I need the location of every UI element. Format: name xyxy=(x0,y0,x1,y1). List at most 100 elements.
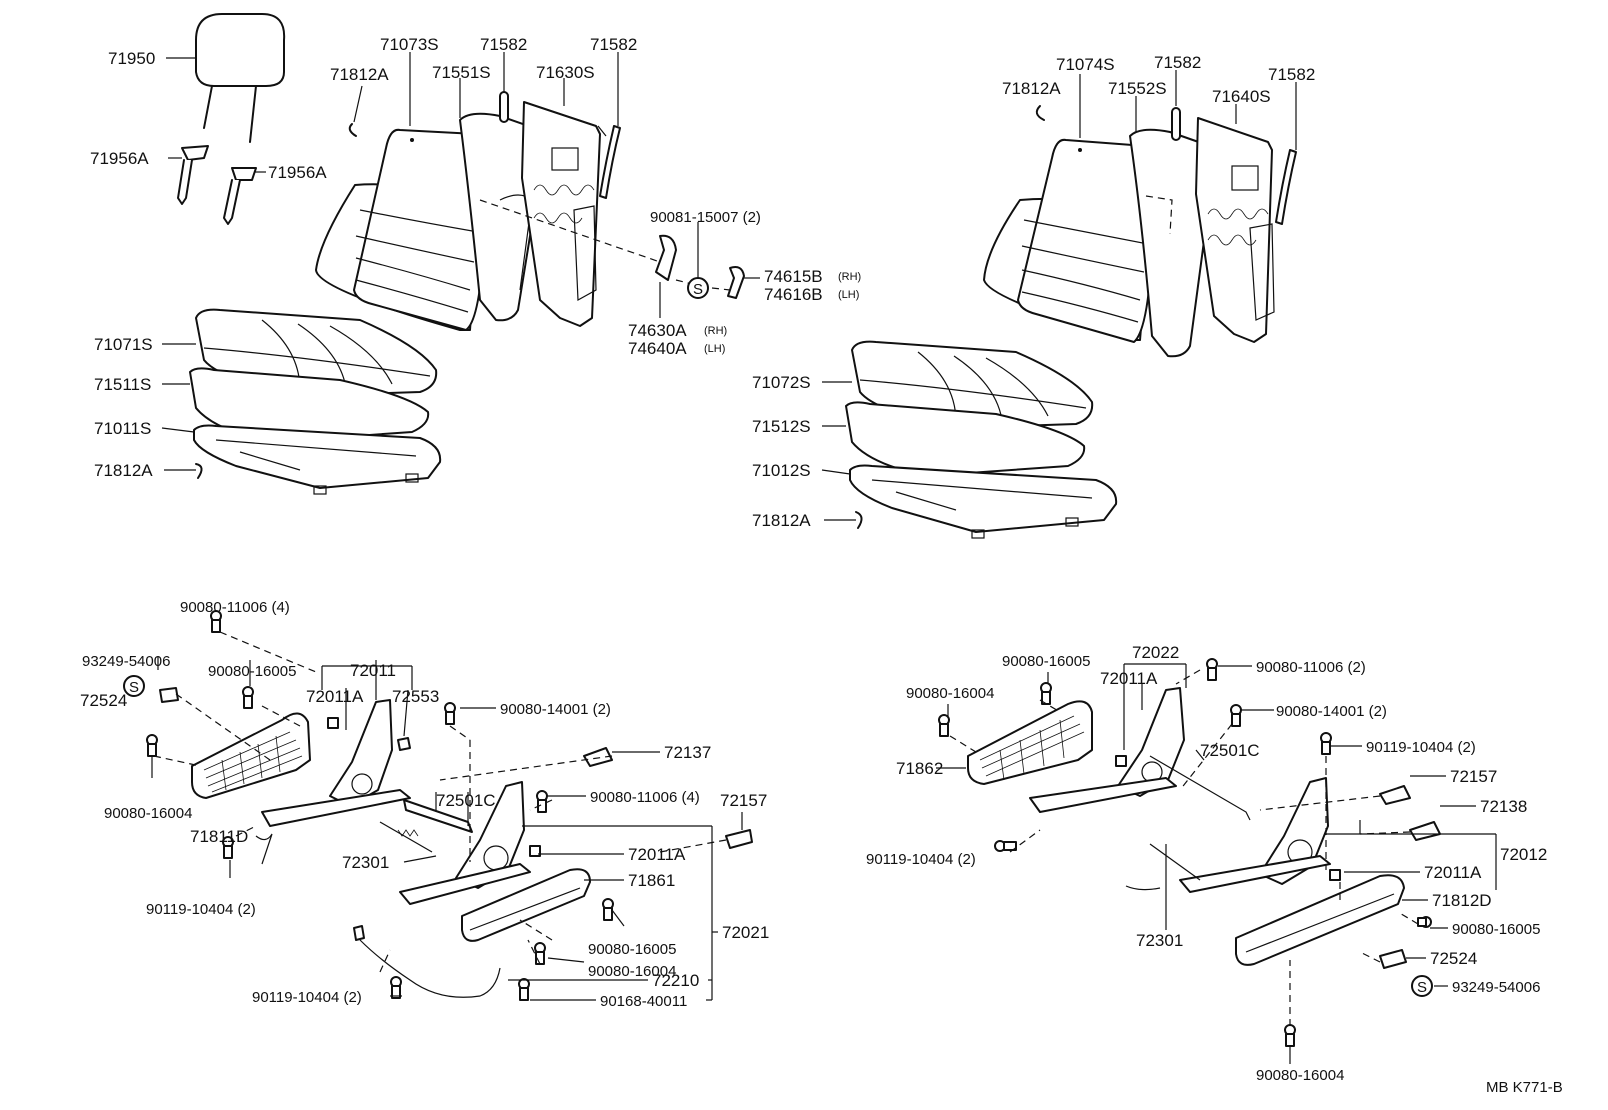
label-lh-back-rod-b: 71582 xyxy=(1268,65,1315,84)
label-l-nut-93249: 93249-54006 xyxy=(82,653,170,670)
label-r-adjuster-72011a: 72011A xyxy=(1100,669,1158,688)
label-r-rod-72501c: 72501C xyxy=(1200,741,1260,760)
reference-code: MB K771-B xyxy=(1486,1079,1563,1096)
lh-rod-b-part xyxy=(1275,149,1297,225)
label-rh-cushion-cover: 71071S xyxy=(94,335,153,354)
spring-72301-coil xyxy=(397,829,419,837)
label-l-bolt-90080-11006: 90080-11006 (4) xyxy=(180,599,290,616)
label-r-spring-72301: 72301 xyxy=(1136,931,1183,950)
lh-rod-a-part xyxy=(1171,107,1181,141)
label-l-cover-72137: 72137 xyxy=(664,743,711,762)
spring-72301-r-part xyxy=(1149,843,1201,881)
label-r-adjuster-72011a-b: 72011A xyxy=(1424,863,1482,882)
label-r-adjuster-72012: 72012 xyxy=(1500,845,1547,864)
recliner-lever-part xyxy=(655,234,677,281)
cable-72210-part xyxy=(359,939,501,998)
adjuster-72021-part xyxy=(399,781,531,905)
rh-seat-assembly xyxy=(177,13,745,495)
left-adjuster-leader-lines xyxy=(151,631,743,1001)
label-rh-back-frame: 71630S xyxy=(536,63,595,82)
label-lh-cushion-clip: 71812A xyxy=(752,511,811,530)
label-lh-back-cover: 71074S xyxy=(1056,55,1115,74)
cover-72138-part xyxy=(1409,821,1441,841)
rh-leader-lines xyxy=(161,52,760,471)
rh-cushion-frame-part xyxy=(193,424,442,495)
rh-clip-part xyxy=(195,463,203,479)
label-r-bolt-90080-16004: 90080-16004 xyxy=(906,685,994,702)
rh-rod-b-part xyxy=(599,125,621,199)
label-knob-74615b: 74615B xyxy=(764,267,823,286)
cover-72524-r-part xyxy=(1379,949,1407,969)
bolt-parts xyxy=(146,610,614,1001)
right-s-mark: S xyxy=(1417,979,1427,996)
label-l-bolt-90168: 90168-40011 xyxy=(600,993,687,1010)
recliner-knob-part xyxy=(727,266,745,299)
spring-72301-part xyxy=(379,821,433,853)
label-l-cover-72553: 72553 xyxy=(392,687,439,706)
label-lh-cushion-frame: 71012S xyxy=(752,461,811,480)
label-rh-back-cover: 71073S xyxy=(380,35,439,54)
label-rh-back-pad: 71551S xyxy=(432,63,491,82)
shield-71862-part xyxy=(967,700,1093,785)
label-r-shield-71862: 71862 xyxy=(896,759,943,778)
label-l-adjuster-72011a-b: 72011A xyxy=(628,845,686,864)
left-s-mark: S xyxy=(129,679,139,696)
label-l-bolt-90119-a: 90119-10404 (2) xyxy=(146,901,256,918)
headrest-part xyxy=(195,13,286,143)
lh-labels: 71074S 71812A 71552S 71582 71640S 71582 … xyxy=(752,53,1315,530)
label-lever-74640a: 74640A xyxy=(628,339,687,358)
label-rh-cushion-pad: 71511S xyxy=(94,375,151,394)
label-r-bolt-90119-a: 90119-10404 (2) xyxy=(1366,739,1476,756)
rh-s-mark: S xyxy=(693,281,703,298)
label-headrest: 71950 xyxy=(108,49,155,68)
label-r-adjuster-72022: 72022 xyxy=(1132,643,1179,662)
rh-labels: 71950 71956A 71956A 71073S 71812A 71551S… xyxy=(90,35,861,480)
label-r-cover-72157: 72157 xyxy=(1450,767,1497,786)
label-lever-74640a-side: (LH) xyxy=(704,343,725,355)
label-r-nut-93249: 93249-54006 xyxy=(1452,979,1540,996)
label-lever-74630a-side: (RH) xyxy=(704,325,727,337)
label-headrest-support-b: 71956A xyxy=(268,163,327,182)
label-knob-74616b: 74616B xyxy=(764,285,823,304)
rh-back-frame-part xyxy=(521,101,607,327)
label-screw-90081: 90081-15007 (2) xyxy=(650,209,761,226)
label-rh-back-cover-clip: 71812A xyxy=(330,65,389,84)
label-knob-74616b-side: (LH) xyxy=(838,289,859,301)
label-lh-cushion-pad: 71512S xyxy=(752,417,811,436)
label-l-spring-72301: 72301 xyxy=(342,853,389,872)
rod-72501c-part xyxy=(403,799,473,833)
label-r-bolt-90080-16005: 90080-16005 xyxy=(1002,653,1090,670)
label-lh-back-clip: 71812A xyxy=(1002,79,1061,98)
right-s-mark-icon xyxy=(1411,975,1433,997)
label-r-cover-72138: 72138 xyxy=(1480,797,1527,816)
label-lh-back-rod-a: 71582 xyxy=(1154,53,1201,72)
label-headrest-support-a: 71956A xyxy=(90,149,149,168)
shield-71811d-part xyxy=(191,712,311,799)
cover-72553-part xyxy=(397,737,411,751)
rh-back-clip-part xyxy=(348,123,357,137)
cover-72157-part xyxy=(725,829,753,849)
label-r-shield-71812d: 71812D xyxy=(1432,891,1492,910)
lh-seat-assembly xyxy=(845,105,1297,539)
label-l-bolt-90080-11006b: 90080-11006 (4) xyxy=(590,789,700,806)
label-rh-cushion-frame: 71011S xyxy=(94,419,151,438)
label-lh-back-frame: 71640S xyxy=(1212,87,1271,106)
adjuster-72011-part xyxy=(255,699,411,865)
label-r-cover-72524: 72524 xyxy=(1430,949,1477,968)
label-l-cover-72524: 72524 xyxy=(80,691,127,710)
label-rh-back-rod-b: 71582 xyxy=(590,35,637,54)
lh-cushion-pad-part xyxy=(845,401,1086,477)
adjuster-72012-part xyxy=(1125,777,1331,893)
cover-72137-part xyxy=(583,747,613,767)
label-l-shield-71811d: 71811D xyxy=(190,827,248,846)
right-adjuster-leader-lines xyxy=(936,663,1497,1064)
lh-back-pad-part xyxy=(1129,128,1216,358)
label-l-bolt-90119-b: 90119-10404 (2) xyxy=(252,989,362,1006)
lh-back-clip-part xyxy=(1035,105,1045,121)
label-l-rod-72501c: 72501C xyxy=(436,791,496,810)
label-l-shield-71861: 71861 xyxy=(628,871,675,890)
label-l-adjuster-72011: 72011 xyxy=(350,661,396,680)
label-l-bolt-90080-16005: 90080-16005 xyxy=(208,663,296,680)
label-lever-74630a: 74630A xyxy=(628,321,687,340)
